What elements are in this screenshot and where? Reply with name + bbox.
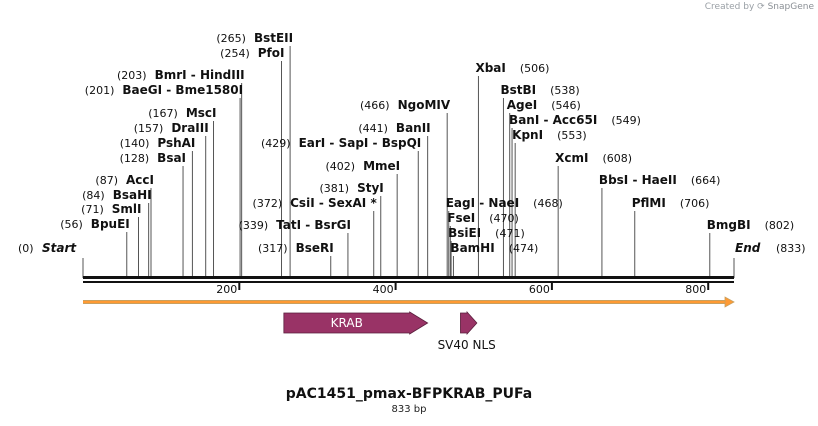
credit-prefix: Created by (704, 2, 755, 12)
enzyme-label: BsaHI (113, 188, 152, 202)
end-label: End (735, 241, 761, 255)
enzyme-label: StyI (357, 181, 384, 195)
origin-arrow-head (724, 296, 735, 308)
snapgene-logo-icon: ⟳ (757, 2, 765, 12)
enzyme-position: (470) (489, 212, 519, 225)
enzyme-position: (372) (253, 197, 283, 210)
enzyme-position: (441) (358, 122, 388, 135)
enzyme-label: BanI - Acc65I (509, 113, 597, 127)
enzyme-position: (84) (82, 189, 105, 202)
enzyme-label: BaeGI - Bme1580I (122, 83, 243, 97)
enzyme-label: DraIII (171, 121, 208, 135)
enzyme-label: PfoI (258, 46, 285, 60)
enzyme-position: (157) (134, 122, 164, 135)
enzyme-label: BseRI (296, 241, 334, 255)
plasmid-linear-map: BpuEI (56) SmlI (71) BsaHI (84) AccI (87) BsaI (1… (18, 31, 806, 352)
enzyme-position: (706) (680, 197, 710, 210)
enzyme-position: (317) (258, 242, 288, 255)
ruler-label: 200 (216, 283, 237, 296)
enzyme-label: BmgBI (707, 218, 751, 232)
enzyme-position: (549) (611, 114, 641, 127)
start-label: Start (42, 241, 77, 255)
enzyme-position: (468) (533, 197, 563, 210)
enzyme-position: (201) (85, 84, 115, 97)
enzyme-label: PflMI (632, 196, 666, 210)
enzyme-position: (339) (239, 219, 269, 232)
enzyme-label: BstBI (500, 83, 536, 97)
enzyme-position: (265) (216, 32, 246, 45)
feature-label: KRAB (331, 316, 363, 330)
enzyme-position: (167) (148, 107, 178, 120)
enzyme-label: MscI (186, 106, 217, 120)
enzyme-label: AgeI (507, 98, 537, 112)
ruler-label: 600 (529, 283, 550, 296)
start-position: (0) (18, 242, 34, 255)
enzyme-label: BbsI - HaeII (599, 173, 677, 187)
enzyme-position: (538) (550, 84, 580, 97)
enzyme-label: XbaI (475, 61, 505, 75)
enzyme-label: BanII (396, 121, 431, 135)
enzyme-position: (664) (691, 174, 721, 187)
enzyme-label: XcmI (555, 151, 588, 165)
enzyme-position: (608) (603, 152, 633, 165)
enzyme-label: BmrI - HindIII (155, 68, 245, 82)
enzyme-position: (466) (360, 99, 390, 112)
enzyme-position: (429) (261, 137, 291, 150)
enzyme-label: KpnI (512, 128, 543, 142)
enzyme-position: (474) (509, 242, 539, 255)
feature-label: SV40 NLS (438, 338, 496, 352)
plasmid-name: pAC1451_pmax-BFPKRAB_PUFa (285, 386, 533, 402)
enzyme-label: BstEII (254, 31, 293, 45)
enzyme-position: (546) (551, 99, 581, 112)
enzyme-position: (553) (557, 129, 587, 142)
backbone-top (83, 276, 734, 279)
credit-brand: SnapGene (767, 2, 814, 12)
enzyme-position: (254) (220, 47, 250, 60)
enzyme-position: (506) (520, 62, 550, 75)
enzyme-label: CsiI - SexAI * (290, 196, 377, 210)
enzyme-position: (402) (326, 160, 356, 173)
ruler-label: 400 (373, 283, 394, 296)
enzyme-position: (802) (765, 219, 795, 232)
enzyme-label: FseI (447, 211, 475, 225)
enzyme-label: PshAI (157, 136, 195, 150)
feature-arrow (283, 311, 429, 335)
enzyme-position: (140) (120, 137, 150, 150)
enzyme-position: (128) (120, 152, 150, 165)
backbone-bottom (83, 281, 734, 283)
plasmid-length: 833 bp (391, 404, 427, 415)
enzyme-label: TatI - BsrGI (276, 218, 351, 232)
enzyme-label: BsaI (157, 151, 186, 165)
enzyme-position: (381) (319, 182, 349, 195)
snapgene-credit: Created by ⟳ SnapGene (705, 2, 814, 12)
enzyme-label: BamHI (450, 241, 494, 255)
enzyme-label: EagI - NaeI (446, 196, 519, 210)
enzyme-position: (71) (81, 203, 104, 216)
enzyme-label: EarI - SapI - BspQI (299, 136, 422, 150)
enzyme-label: NgoMIV (398, 98, 451, 112)
enzyme-label: AccI (126, 173, 154, 187)
feature-arrow (460, 310, 478, 336)
ruler-label: 800 (685, 283, 706, 296)
enzyme-label: MmeI (363, 159, 400, 173)
enzyme-position: (56) (60, 218, 83, 231)
end-position: (833) (776, 242, 806, 255)
enzyme-position: (203) (117, 69, 147, 82)
enzyme-label: BpuEI (91, 217, 130, 231)
enzyme-label: BsiEI (448, 226, 481, 240)
enzyme-position: (471) (495, 227, 525, 240)
enzyme-label: SmlI (112, 202, 142, 216)
enzyme-position: (87) (95, 174, 118, 187)
